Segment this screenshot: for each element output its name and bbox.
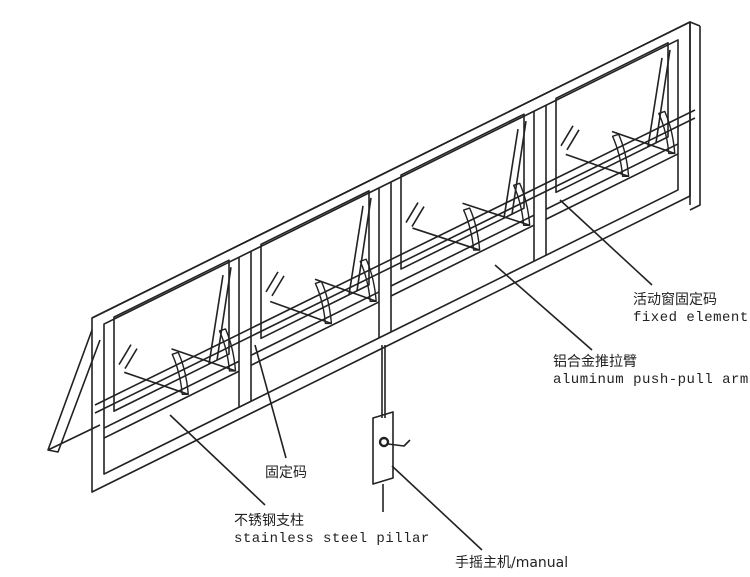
crank-pivot-icon [378, 436, 390, 448]
outer-frame-inner [103, 39, 679, 475]
label-fixed-element-cn: 活动窗固定码 [633, 292, 717, 308]
leader-manual [391, 465, 483, 551]
glass-glare [265, 271, 279, 293]
sash-diagonal [348, 205, 364, 295]
glass-glare [271, 275, 285, 297]
label-pillar-en: stainless steel pillar [234, 531, 430, 547]
lower-rail [390, 214, 535, 287]
arm-link [611, 130, 676, 155]
label-push-pull-arm-en: aluminum push-pull arm [553, 372, 749, 388]
label-push-pull-arm-cn: 铝合金推拉臂 [553, 354, 637, 370]
lower-rail [545, 143, 679, 210]
lower-rail [250, 291, 380, 357]
glass-glare [566, 129, 580, 151]
leader-push-pull-arm [494, 264, 593, 351]
push-pull-arm [218, 328, 237, 372]
crank-handle [387, 439, 411, 447]
manual-operator-box [372, 411, 394, 485]
lower-rail [103, 360, 240, 429]
label-manual-operator: 手摇主机/manual [455, 555, 569, 571]
lower-rail [103, 370, 240, 439]
frame-right-edge [689, 26, 701, 211]
glass-sash [555, 42, 669, 194]
label-fixed-element-en: fixed element [633, 310, 749, 326]
sash-diagonal [503, 129, 519, 219]
glass-sash [400, 113, 525, 270]
arm-link [412, 227, 480, 251]
rear-support-leg [47, 329, 101, 453]
glass-glare [411, 206, 425, 227]
arm-link [462, 202, 530, 227]
lower-rail [390, 224, 535, 297]
glass-glare [124, 348, 138, 370]
sash-diagonal [208, 275, 224, 365]
drive-rod [94, 117, 696, 414]
label-pillar-cn: 不锈钢支柱 [234, 513, 304, 529]
lower-rail [250, 301, 380, 367]
leader-pillar [169, 414, 266, 506]
drive-rod [94, 109, 696, 406]
leader-fixing-code [254, 344, 287, 459]
glass-sash [113, 259, 230, 412]
sash-diagonal [647, 57, 663, 147]
glass-glare [560, 125, 574, 147]
glass-sash [260, 190, 370, 340]
outer-frame [91, 21, 691, 493]
leader-fixed-element [559, 199, 653, 286]
glass-glare [405, 202, 419, 223]
glass-glare [118, 344, 132, 366]
label-fixing-code-cn: 固定码 [265, 465, 307, 481]
